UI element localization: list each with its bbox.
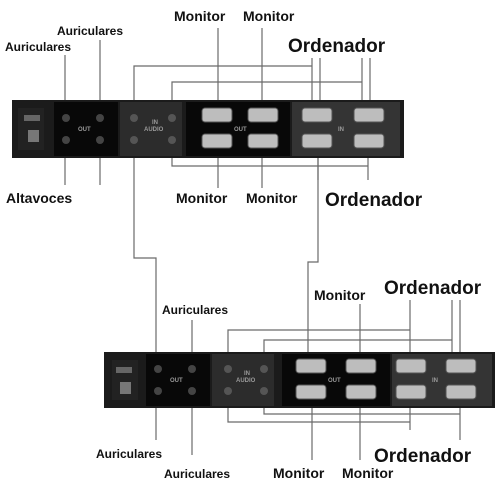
vga-port	[353, 133, 385, 149]
vga-port	[345, 358, 377, 374]
label-monitor: Monitor	[243, 8, 295, 24]
power-area	[18, 108, 44, 150]
power-label	[116, 367, 132, 373]
audio-jack	[168, 114, 176, 122]
audio-jack	[62, 136, 70, 144]
audio-jack	[188, 387, 196, 395]
wire-bottom-audio-link-1	[227, 329, 410, 352]
wire-bottom-audio-link-2	[263, 339, 452, 352]
vga-port	[445, 358, 477, 374]
audio-jack	[224, 387, 232, 395]
vga-port	[201, 133, 233, 149]
vga-port	[295, 384, 327, 400]
vga-port	[353, 107, 385, 123]
audio-in-block	[120, 102, 182, 156]
label-headphones: Auriculares	[57, 24, 123, 38]
label-monitor: Monitor	[246, 190, 298, 206]
audio-jack	[168, 136, 176, 144]
label-monitor: Monitor	[314, 287, 366, 303]
label-monitor: Monitor	[174, 8, 226, 24]
connection-wires	[64, 28, 461, 460]
audio-jack	[224, 365, 232, 373]
label-headphones: Auriculares	[164, 467, 230, 481]
vga-port	[247, 133, 279, 149]
panel-in-label: IN	[244, 371, 250, 377]
label-headphones: Auriculares	[162, 303, 228, 317]
panel-out-label: OUT	[78, 127, 91, 133]
label-computer: Ordenador	[325, 190, 423, 211]
wire-cascade-audio	[133, 152, 157, 352]
panel-audio-label: AUDIO	[236, 378, 256, 384]
wire-cascade-video	[307, 158, 319, 352]
vga-port	[201, 107, 233, 123]
label-speakers: Altavoces	[6, 190, 72, 206]
power-jack	[120, 382, 131, 394]
audio-jack	[188, 365, 196, 373]
diagram-labels: Auriculares Auriculares Monitor Monitor …	[5, 8, 482, 481]
vga-port	[395, 384, 427, 400]
vga-port	[445, 384, 477, 400]
label-monitor: Monitor	[176, 190, 228, 206]
kvm-switch-bottom: OUT AUDIO IN OUT IN	[104, 352, 495, 408]
panel-audio-label: AUDIO	[144, 127, 164, 133]
audio-in-block	[212, 354, 274, 406]
label-computer: Ordenador	[384, 278, 482, 299]
panel-in-label: IN	[432, 378, 438, 384]
label-computer: Ordenador	[288, 36, 386, 57]
panel-out-label: OUT	[170, 378, 183, 384]
audio-jack	[154, 387, 162, 395]
wire-top-audio-link-2	[171, 81, 362, 100]
vga-port	[301, 107, 333, 123]
label-computer: Ordenador	[374, 446, 472, 467]
audio-jack	[260, 365, 268, 373]
label-headphones: Auriculares	[5, 40, 71, 54]
vga-port	[395, 358, 427, 374]
audio-jack	[96, 114, 104, 122]
label-headphones: Auriculares	[96, 447, 162, 461]
wire-bottom-audio-link-3	[227, 403, 410, 423]
vga-port	[247, 107, 279, 123]
audio-jack	[96, 136, 104, 144]
kvm-switch-top: OUT AUDIO IN OUT IN	[12, 100, 404, 158]
label-monitor: Monitor	[273, 465, 325, 481]
vga-port	[295, 358, 327, 374]
audio-jack	[154, 365, 162, 373]
audio-jack	[62, 114, 70, 122]
label-monitor: Monitor	[342, 465, 394, 481]
panel-in-label: IN	[152, 120, 158, 126]
wire-top-audio-link-1	[133, 65, 312, 100]
panel-out-label: OUT	[328, 378, 341, 384]
power-jack	[28, 130, 39, 142]
panel-in-label: IN	[338, 127, 344, 133]
power-label	[24, 115, 40, 121]
panel-out-label: OUT	[234, 127, 247, 133]
audio-jack	[130, 114, 138, 122]
audio-jack	[260, 387, 268, 395]
vga-port	[301, 133, 333, 149]
audio-out-block	[146, 354, 210, 406]
audio-jack	[130, 136, 138, 144]
vga-port	[345, 384, 377, 400]
audio-out-block	[54, 102, 118, 156]
